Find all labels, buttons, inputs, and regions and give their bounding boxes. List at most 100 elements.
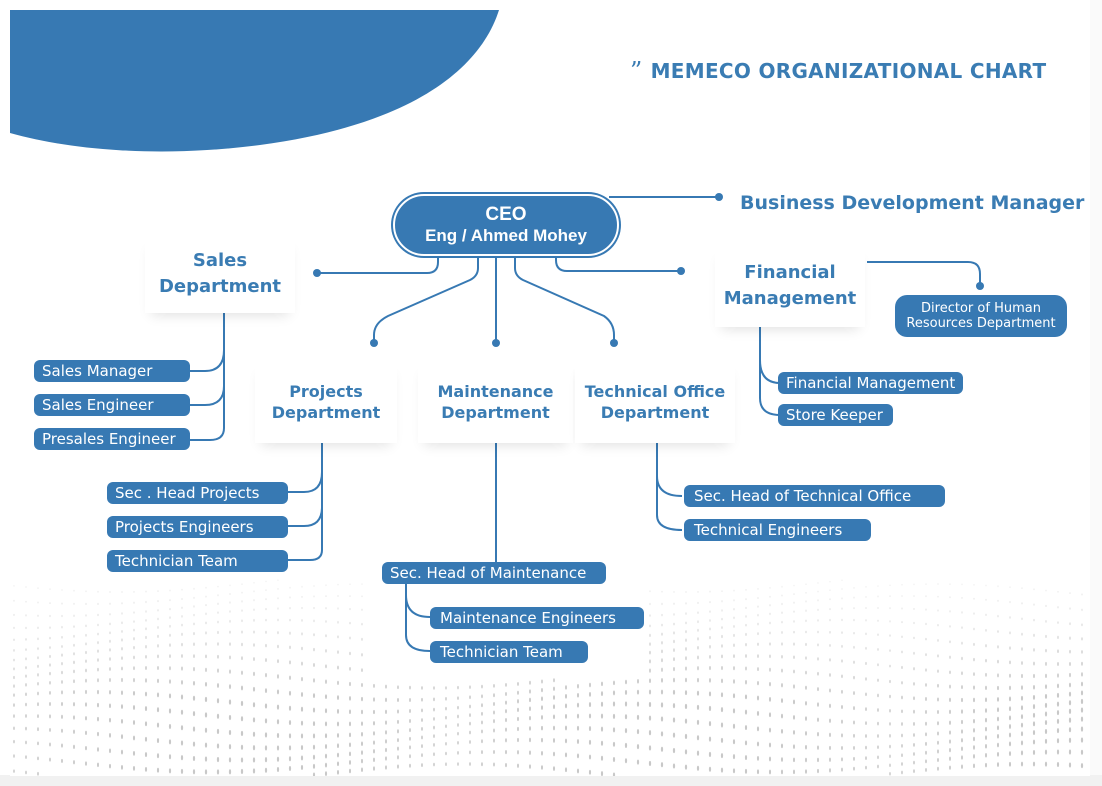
pattern-dot [517,726,519,732]
pattern-dot [73,589,75,592]
pattern-dot [493,719,495,724]
pattern-dot [708,705,712,711]
pattern-dot [817,745,819,750]
pattern-dot [337,665,339,670]
pattern-dot [217,611,219,614]
pattern-dot [649,642,651,646]
pattern-dot [121,656,123,660]
pattern-dot [697,646,699,650]
pattern-dot [685,666,687,671]
pattern-dot [25,638,27,641]
pattern-dot [660,689,664,695]
pattern-dot [241,619,243,623]
pattern-dot [576,725,580,731]
pattern-dot [973,736,975,742]
pattern-dot [769,621,771,625]
pattern-dot [805,609,807,612]
pattern-dot [181,632,183,636]
pattern-dot [925,637,927,641]
pattern-dot [325,634,327,638]
pattern-dot [433,725,435,730]
pattern-dot [661,590,663,593]
pattern-dot [517,690,519,695]
pattern-dot [793,630,795,634]
pattern-dot [757,622,759,626]
pattern-dot [793,655,795,660]
pattern-dot [397,755,399,760]
pattern-dot [241,609,243,612]
pattern-dot [361,709,363,715]
pattern-dot [457,723,459,727]
pattern-dot [877,693,879,698]
pattern-dot [961,738,963,743]
pattern-dot [253,643,255,647]
pattern-dot [768,742,772,748]
pattern-dot [781,654,783,659]
pattern-dot [1057,635,1059,639]
pattern-dot [1021,647,1023,651]
pattern-dot [277,674,279,679]
pattern-dot [937,639,939,642]
pattern-dot [672,732,676,738]
pattern-dot [373,721,375,726]
pattern-dot [1045,673,1047,678]
pattern-dot [457,714,459,719]
pattern-dot [397,764,399,769]
pattern-dot [985,672,987,677]
pattern-dot [204,756,208,762]
pattern-dot [1020,731,1024,737]
financial-line1: Financial [744,262,836,283]
pattern-dot [253,608,255,611]
pattern-dot [649,668,651,673]
pattern-dot [829,580,831,583]
pattern-dot [996,752,1000,757]
pattern-dot [277,631,279,635]
pattern-dot [277,644,279,649]
pattern-dot [1032,694,1036,700]
pattern-dot [588,726,592,732]
pattern-dot [157,590,159,593]
pattern-dot [181,680,183,685]
pattern-dot [805,591,807,594]
pattern-dot [1069,649,1071,654]
pattern-dot [49,714,51,719]
pattern-dot [685,638,687,642]
pattern-dot [312,772,316,776]
pattern-dot [253,671,255,677]
pattern-dot [1021,685,1023,690]
pattern-dot [793,669,795,674]
pattern-dot [157,654,159,659]
pattern-dot [505,700,507,705]
pattern-dot [913,733,915,737]
pattern-dot [133,637,135,641]
pattern-dot [961,729,963,734]
pattern-dot [853,733,855,738]
pattern-dot [661,602,663,606]
pattern-dot [37,664,39,668]
pattern-dot [853,675,855,680]
pattern-dot [493,693,495,698]
pattern-dot [349,751,351,757]
pattern-dot [169,633,171,637]
pattern-dot [853,706,855,711]
pattern-dot [421,735,423,740]
pattern-dot [73,729,75,734]
pattern-dot [312,763,316,769]
pattern-dot [13,726,15,731]
pattern-dot [37,771,39,776]
pattern-dot [253,618,255,622]
pattern-dot [301,585,303,588]
pattern-dot [925,608,927,611]
pattern-dot [769,667,771,672]
pattern-dot [889,595,891,598]
pattern-dot [25,586,27,588]
pattern-dot [121,602,123,605]
pattern-dot [324,721,328,727]
pattern-dot [37,714,39,719]
pattern-dot [121,591,123,593]
pattern-dot [49,646,51,650]
pattern-dot [588,713,592,719]
pattern-dot [672,763,676,769]
pattern-dot [157,634,159,638]
pattern-dot [493,710,495,715]
